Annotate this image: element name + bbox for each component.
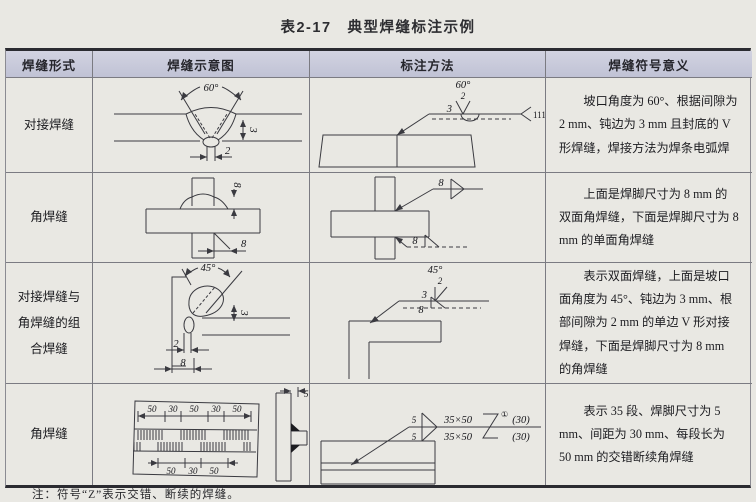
butt-weld-symbol-diagram: 60° 2 3 111 <box>317 80 545 168</box>
row3-annotation-cell: 45° 2 3 8 <box>310 263 546 384</box>
top-weld-hatch <box>137 429 248 440</box>
page-title: 表2-17 典型焊缝标注示例 <box>280 20 476 36</box>
row4-meaning-cell: 表示 35 段、焊脚尺寸为 5 mm、间距为 30 mm、每段长为 50 mm … <box>546 384 752 485</box>
header-weld-sketch: 焊缝示意图 <box>93 51 310 78</box>
cross-joint-diagram: 8 8 <box>145 177 260 259</box>
row1-form-label: 对接焊缝 <box>6 78 93 173</box>
row2-meaning-cell: 上面是焊脚尺寸为 8 mm 的双面角焊缝，下面是焊脚尺寸为 8 mm 的单面角焊… <box>546 173 752 263</box>
symbol-gap-label: 2 <box>437 276 442 286</box>
header-symbol-meaning: 焊缝符号意义 <box>546 51 752 78</box>
symbol-blunt-label: 3 <box>420 290 426 301</box>
staggered-weld-symbol-diagram: 5 5 35×50 35×50 ① (30) (30) <box>320 410 541 484</box>
blunt-edge-dim: 3 <box>247 126 258 132</box>
plan-dim: 30 <box>210 404 221 414</box>
row1-meaning-text: 坡口角度为 60°、根据间隙为 2 mm、钝边为 3 mm 且封底的 V 形焊缝… <box>559 94 738 155</box>
bevel-angle-label: 45° <box>200 263 216 274</box>
segment-top-label: 35×50 <box>442 415 472 426</box>
header-annotation-method: 标注方法 <box>310 51 546 78</box>
weld-annotation-table: 焊缝形式 焊缝示意图 标注方法 焊缝符号意义 对接焊缝 60° 3 2 <box>5 48 752 488</box>
plan-dim: 30 <box>167 404 178 414</box>
table-footnote: 注：符号“Z”表示交错、断续的焊缝。 <box>32 489 240 501</box>
leg-dim: 8 <box>180 358 186 369</box>
plan-dim: 30 <box>187 466 198 476</box>
plan-dim: 50 <box>147 404 157 414</box>
row2-form-label: 角焊缝 <box>6 173 93 263</box>
bottom-weld-hatch <box>133 441 250 451</box>
row2-meaning-text: 上面是焊脚尺寸为 8 mm 的双面角焊缝，下面是焊脚尺寸为 8 mm 的单面角焊… <box>559 186 739 248</box>
row2-sketch-cell: 8 8 <box>93 173 310 263</box>
root-gap-dim: 2 <box>173 339 179 350</box>
welding-process-code: 111 <box>533 110 545 120</box>
row1-sketch-cell: 60° 3 2 <box>93 78 310 173</box>
plan-dim: 50 <box>232 404 242 414</box>
symbol-angle-label: 60° <box>455 80 471 91</box>
row4-sketch-cell: 50 30 50 30 50 50 30 50 <box>93 384 310 485</box>
bottom-leg-dim: 8 <box>241 239 247 250</box>
blunt-edge-dim: 3 <box>238 309 249 315</box>
plan-dim: 50 <box>209 466 219 476</box>
corner-joint-section-diagram: 45° 3 2 8 <box>153 263 290 373</box>
pitch-top-label: (30) <box>512 415 530 426</box>
top-leg-dim: 8 <box>231 182 242 188</box>
symbol-blunt-label: 3 <box>445 104 451 115</box>
symbol-leg-label: 8 <box>418 305 424 316</box>
row1-meaning-cell: 坡口角度为 60°、根据间隙为 2 mm、钝边为 3 mm 且封底的 V 形焊缝… <box>546 78 752 173</box>
staggered-weld-plan-diagram: 50 30 50 30 50 50 30 50 <box>131 386 309 481</box>
corner-joint-symbol-diagram: 45° 2 3 8 <box>348 265 489 379</box>
row4-form-label: 角焊缝 <box>6 384 93 485</box>
row4-meaning-text: 表示 35 段、焊脚尺寸为 5 mm、间距为 30 mm、每段长为 50 mm … <box>559 403 725 465</box>
stagger-z-symbol <box>481 413 499 438</box>
groove-angle-label: 60° <box>203 83 219 94</box>
segment-bottom-label: 35×50 <box>442 432 472 443</box>
row4-annotation-cell: 5 5 35×50 35×50 ① (30) (30) <box>310 384 546 485</box>
plan-dim: 50 <box>166 466 176 476</box>
side-leg-dim: 5 <box>304 389 309 399</box>
root-gap-dim: 2 <box>225 146 231 157</box>
plan-dim: 50 <box>189 404 199 414</box>
top-leg-label: 8 <box>438 178 444 189</box>
leg-top-label: 5 <box>411 415 416 425</box>
row3-meaning-text: 表示双面焊缝，上面是坡口面角度为 45°、钝边为 3 mm、根部间隙为 2 mm… <box>559 269 733 376</box>
footnote-marker: ① <box>501 410 508 419</box>
bottom-leg-label: 8 <box>412 236 418 247</box>
row3-form-label: 对接焊缝与角焊缝的组合焊缝 <box>6 263 93 384</box>
cross-joint-symbol-diagram: 8 8 <box>330 176 483 260</box>
butt-weld-section-diagram: 60° 3 2 <box>113 83 302 161</box>
leg-bottom-label: 5 <box>411 432 416 442</box>
row2-annotation-cell: 8 8 <box>310 173 546 263</box>
row1-annotation-cell: 60° 2 3 111 <box>310 78 546 173</box>
row3-sketch-cell: 45° 3 2 8 <box>93 263 310 384</box>
header-weld-form: 焊缝形式 <box>6 51 93 78</box>
symbol-angle-label: 45° <box>427 265 443 276</box>
pitch-bottom-label: (30) <box>512 432 530 443</box>
row3-meaning-cell: 表示双面焊缝，上面是坡口面角度为 45°、钝边为 3 mm、根部间隙为 2 mm… <box>546 263 752 384</box>
symbol-gap-label: 2 <box>460 91 465 101</box>
